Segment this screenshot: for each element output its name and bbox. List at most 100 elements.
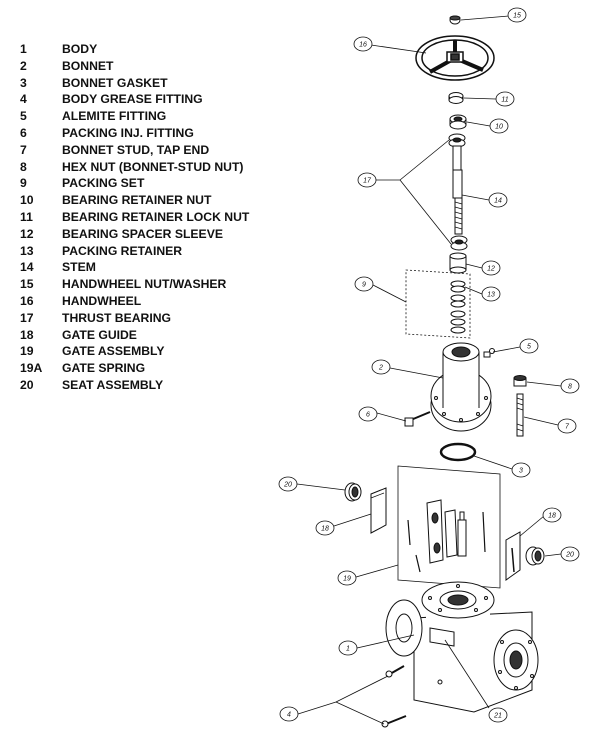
part-number: 19	[20, 344, 34, 359]
part-number: 3	[20, 75, 27, 90]
callout-label: 11	[501, 97, 508, 104]
spacer-sleeve-drawing	[449, 252, 467, 274]
seat-assembly-drawing	[344, 482, 362, 502]
callout-label: 1	[346, 646, 350, 653]
part-name: HEX NUT (BONNET-STUD NUT)	[62, 159, 244, 174]
part-number: 10	[20, 193, 34, 208]
stem-drawing	[452, 145, 463, 235]
callout-label: 3	[519, 468, 523, 475]
parts-list-row: 19 GATE ASSEMBLY	[20, 343, 290, 360]
grease-fittings-drawing	[381, 665, 407, 728]
handwheel-nut-drawing	[449, 15, 461, 25]
gate-assembly-drawing	[397, 465, 501, 589]
parts-list-row: 12 BEARING SPACER SLEEVE	[20, 226, 290, 243]
part-name: BEARING SPACER SLEEVE	[62, 226, 223, 241]
packing-fitting-drawing	[404, 411, 431, 427]
part-number: 17	[20, 310, 34, 325]
bonnet-gasket-drawing	[439, 442, 477, 462]
part-number: 5	[20, 109, 27, 124]
callout-label: 13	[487, 292, 495, 299]
part-name: THRUST BEARING	[62, 310, 172, 325]
parts-list-row: 10 BEARING RETAINER NUT	[20, 192, 290, 209]
callout-8: 8	[560, 378, 580, 394]
bonnet-drawing	[430, 342, 492, 432]
callout-label: 4	[287, 712, 291, 719]
callout-1: 1	[338, 640, 358, 656]
callout-18-right: 18	[542, 507, 562, 523]
part-name: GATE GUIDE	[62, 327, 137, 342]
part-number: 7	[20, 142, 27, 157]
leader-lines	[296, 15, 562, 725]
callout-label: 19	[343, 576, 351, 583]
parts-list-row: 7 BONNET STUD, TAP END	[20, 142, 290, 159]
part-number: 15	[20, 277, 34, 292]
part-name: HANDWHEEL	[62, 293, 142, 308]
callout-3: 3	[511, 462, 531, 478]
callout-14: 14	[488, 192, 508, 208]
part-name: GATE SPRING	[62, 361, 146, 376]
callout-label: 5	[527, 344, 531, 351]
callout-label: 20	[283, 482, 292, 489]
callout-7: 7	[557, 418, 577, 434]
callout-6: 6	[358, 406, 378, 422]
part-number: 1	[20, 42, 27, 56]
callout-label: 2	[378, 365, 383, 372]
part-number: 11	[20, 209, 33, 224]
callout-label: 10	[495, 124, 503, 131]
callout-label: 18	[321, 526, 329, 533]
callout-17: 17	[357, 172, 377, 188]
callout-label: 12	[487, 266, 495, 273]
part-name: PACKING SET	[62, 176, 145, 191]
callout-21: 21	[488, 707, 508, 723]
callout-label: 18	[548, 513, 556, 520]
alemite-fitting-drawing	[483, 348, 495, 358]
packing-retainer-drawing	[450, 280, 466, 293]
thrust-bearing-lower-drawing	[450, 235, 468, 251]
callout-12: 12	[481, 260, 501, 276]
thrust-bearing-drawing	[448, 133, 466, 148]
part-number: 16	[20, 293, 34, 308]
callout-9: 9	[354, 276, 374, 292]
parts-list-row: 5 ALEMITE FITTING	[20, 108, 290, 125]
part-name: BODY	[62, 42, 98, 56]
callout-5: 5	[519, 338, 539, 354]
callout-label: 8	[568, 384, 572, 391]
callout-labels: 15 16 11 10 17 14 12 9 13 5 2 8 6 7 3 20…	[278, 7, 580, 723]
callout-19: 19	[337, 570, 357, 586]
part-name: BEARING RETAINER NUT	[62, 193, 212, 208]
part-name: BONNET STUD, TAP END	[62, 142, 210, 157]
gate-guide-right-drawing	[505, 531, 521, 581]
callout-label: 7	[565, 424, 570, 431]
part-number: 12	[20, 226, 34, 241]
callout-20: 20	[278, 476, 298, 492]
parts-list-row: 17 THRUST BEARING	[20, 310, 290, 327]
callout-10: 10	[489, 118, 509, 134]
part-name: BONNET	[62, 58, 114, 73]
part-number: 13	[20, 243, 34, 258]
part-number: 14	[20, 260, 34, 275]
parts-list-row: 19A GATE SPRING	[20, 360, 290, 377]
callout-13: 13	[481, 286, 501, 302]
callout-11: 11	[495, 91, 515, 107]
part-name: SEAT ASSEMBLY	[62, 377, 164, 392]
bonnet-stud-drawing	[516, 393, 524, 437]
part-name: PACKING INJ. FITTING	[62, 125, 194, 140]
part-number: 19A	[20, 361, 43, 376]
callout-label: 21	[493, 713, 502, 720]
part-name: ALEMITE FITTING	[62, 109, 167, 124]
part-number: 4	[20, 92, 27, 107]
gate-guide-drawing	[370, 487, 387, 534]
part-name: GATE ASSEMBLY	[62, 344, 165, 359]
part-number: 9	[20, 176, 27, 191]
parts-list-row: 9 PACKING SET	[20, 175, 290, 192]
